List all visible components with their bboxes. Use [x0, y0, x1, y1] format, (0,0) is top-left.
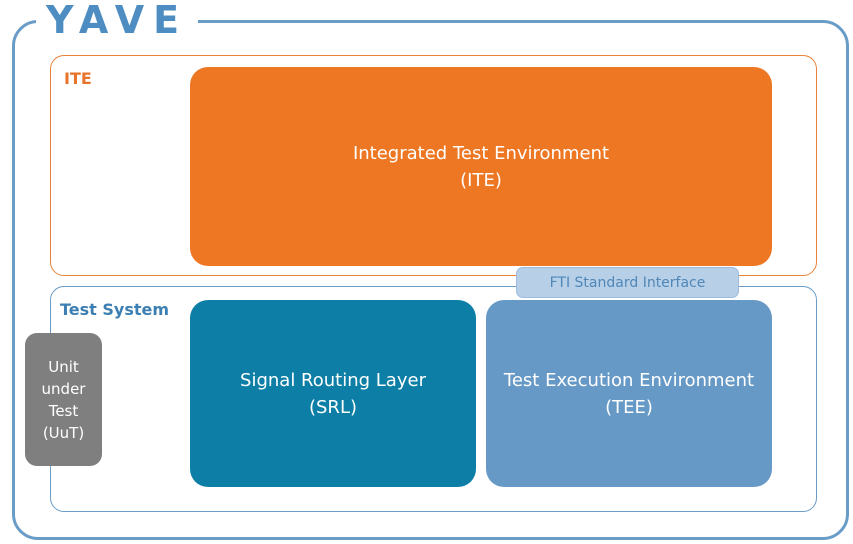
- ite-group-label: ITE: [64, 69, 92, 88]
- uut-line: Unit: [48, 357, 79, 376]
- tee-box-abbrev: (TEE): [605, 396, 653, 418]
- yave-logo: YAVE: [36, 0, 199, 40]
- ite-group-border: [50, 55, 817, 276]
- uut-line: (UuT): [42, 423, 85, 442]
- srl-box-title: Signal Routing Layer: [240, 369, 426, 391]
- outer-frame: [12, 20, 849, 540]
- ite-box-title: Integrated Test Environment: [352, 142, 610, 164]
- fti-standard-interface: FTI Standard Interface: [516, 267, 739, 298]
- tee-box-title: Test Execution Environment: [503, 369, 755, 391]
- srl-box: Signal Routing Layer (SRL): [190, 300, 476, 487]
- uut-box: Unit under Test (UuT): [25, 333, 102, 466]
- fti-interface-label: FTI Standard Interface: [549, 274, 706, 291]
- srl-box-abbrev: (SRL): [308, 396, 357, 418]
- uut-line: under: [41, 379, 86, 398]
- ite-box-abbrev: (ITE): [460, 169, 502, 191]
- uut-line: Test: [48, 401, 79, 420]
- ite-box: Integrated Test Environment (ITE): [190, 67, 772, 266]
- test-system-label: Test System: [60, 300, 170, 319]
- tee-box: Test Execution Environment (TEE): [486, 300, 772, 487]
